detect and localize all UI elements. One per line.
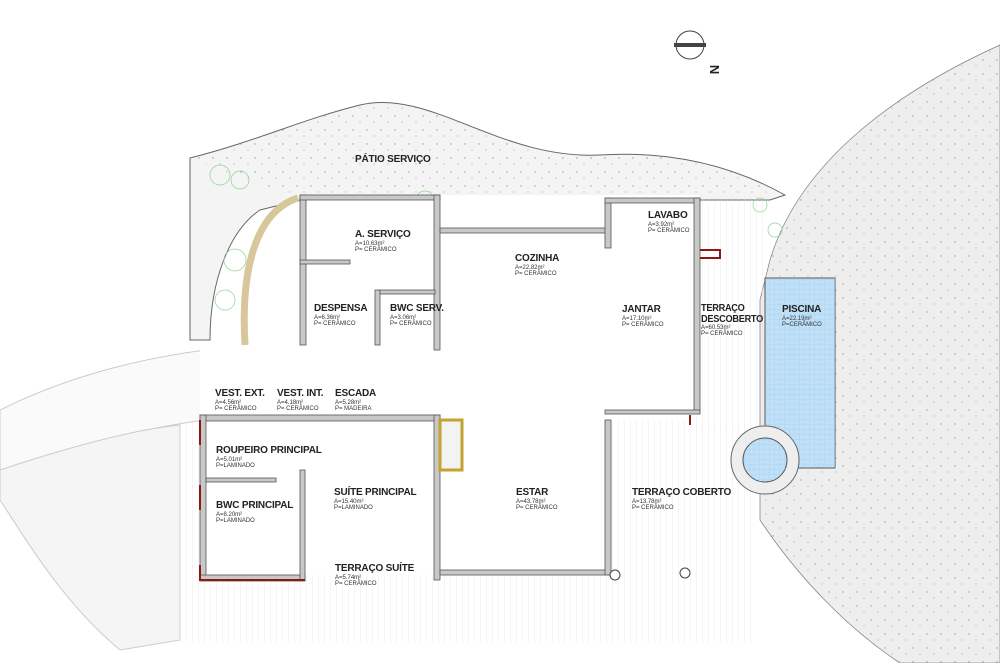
column [679,567,691,579]
room-info: A=5.01m² [216,456,243,463]
room-patio-servico: PÁTIO SERVIÇO [355,154,431,166]
room-name: TERRAÇO SUÍTE [335,563,415,574]
room-info: P= MADEIRA [335,405,372,412]
room-info: A=60.53m² [701,325,731,331]
room-info: P= CERÂMICO [390,320,432,327]
room-info: P= CERÂMICO [355,246,397,253]
room-name: A. SERVIÇO [355,229,411,240]
room-info: A=6.36m² [314,314,341,321]
paving-left [0,424,181,651]
planter-curve [240,194,300,346]
room-name: VEST. EXT. [215,388,265,399]
column [609,569,621,581]
room-info: A=22.19m² [782,315,812,322]
room-info: A=13.78m² [632,498,662,505]
room-name: ESTAR [516,487,549,498]
room-name: ROUPEIRO PRINCIPAL [216,445,322,456]
room-info: P= CERÂMICO [701,331,743,338]
room-info: P= CERÂMICO [648,227,690,234]
room-info: A=5.74m² [335,574,362,581]
room-name: COZINHA [515,253,560,264]
room-info: A=4.56m² [215,399,242,406]
room-name: VEST. INT. [277,388,324,399]
accent-walls [199,249,721,581]
room-info: P= CERÂMICO [622,321,664,328]
room-info: A=3.92m² [648,221,675,228]
room-info: A=17.10m² [622,315,652,322]
room-info: P=LAMINADO [216,462,255,469]
room-name: DESPENSA [314,303,368,314]
fireplace [438,418,464,472]
room-info: A=10.63m² [355,240,385,247]
room-info: A=43.78m² [516,498,546,505]
room-info: P=LAMINADO [334,504,373,511]
room-name: BWC SERV. [390,303,444,314]
north-label: N [707,64,723,75]
room-info: P= CERÂMICO [314,320,356,327]
room-name: JANTAR [622,304,661,315]
room-name: PÁTIO SERVIÇO [355,154,431,165]
room-info: A=8.20m² [216,511,243,518]
room-info: A=15.40m² [334,498,364,505]
room-info: P= CERÂMICO [632,504,674,511]
room-name: BWC PRINCIPAL [216,500,294,511]
room-name: TERRAÇO COBERTO [632,487,732,498]
room-info: P= CERÂMICO [516,504,558,511]
room-info: A=3.06m² [390,314,417,321]
room-info: P=CERÂMICO [782,321,822,328]
room-info: P= CERÂMICO [277,405,319,412]
room-info: P=LAMINADO [216,517,255,524]
walls [199,194,701,582]
room-info: P= CERÂMICO [215,405,257,412]
room-name: SUÍTE PRINCIPAL [334,487,417,498]
room-info: A=4.18m² [277,399,304,406]
terrace-deck [695,195,765,430]
room-name: TERRAÇO DESCOBERTO [701,303,763,325]
room-name: LAVABO [648,210,688,221]
room-name: PISCINA [782,304,822,315]
room-name: ESCADA [335,388,377,399]
room-info: P= CERÂMICO [515,270,557,277]
room-info: A=5.28m² [335,399,362,406]
room-info: A=22.82m² [515,264,545,271]
room-info: P= CERÂMICO [335,580,377,587]
north-arrow-icon [674,30,706,60]
